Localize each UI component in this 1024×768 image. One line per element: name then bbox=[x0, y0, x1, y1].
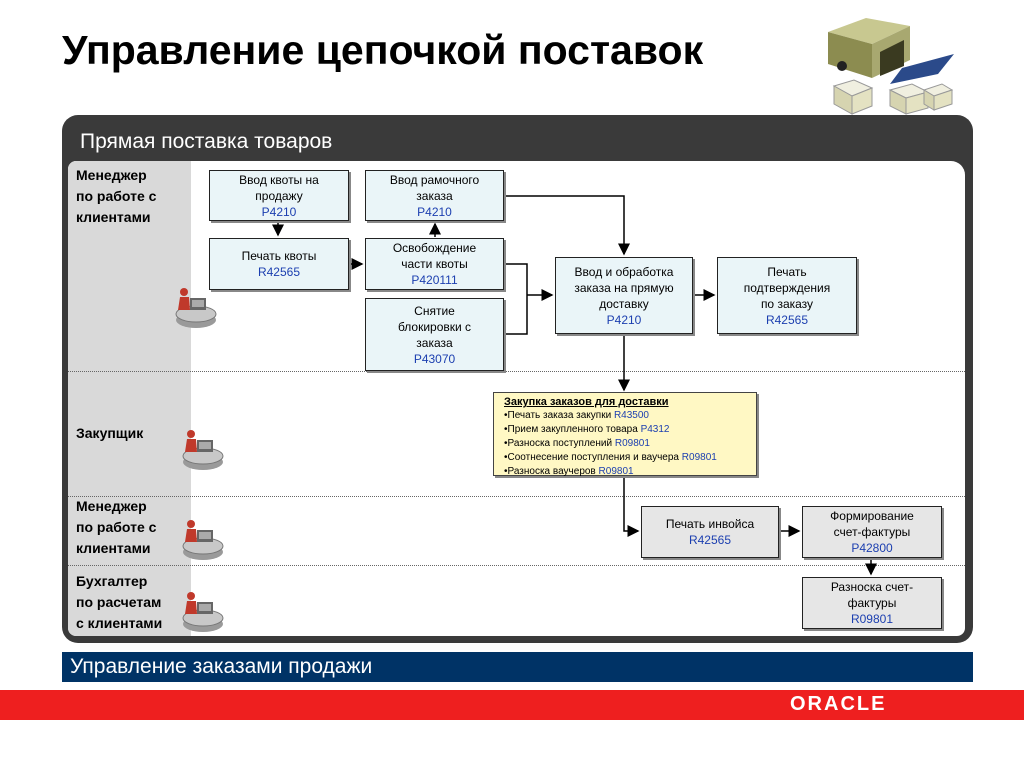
person-at-desk-icon bbox=[182, 592, 224, 632]
person-at-desk-icon bbox=[182, 520, 224, 560]
process-box-print-confirmation: Печать подтверждения по заказу R42565 bbox=[717, 257, 857, 334]
program-code: P43070 bbox=[413, 351, 456, 366]
purchase-box-title: Закупка заказов для доставки bbox=[504, 396, 669, 408]
box-text: Печать квоты bbox=[241, 249, 317, 263]
lane-label-column bbox=[68, 161, 191, 636]
process-box-quota-entry: Ввод квоты на продажу P4210 bbox=[209, 170, 349, 221]
program-code: P4312 bbox=[640, 424, 670, 435]
program-code: R42565 bbox=[765, 312, 809, 327]
process-box-print-invoice: Печать инвойса R42565 bbox=[641, 506, 779, 558]
process-box-create-invoice: Формирование счет-фактуры P42800 bbox=[802, 506, 942, 558]
process-box-post-invoice: Разноска счет- фактуры R09801 bbox=[802, 577, 942, 629]
box-text: Печать подтверждения по заказу bbox=[743, 264, 831, 311]
lane-label-buyer: Закупщик bbox=[76, 425, 144, 441]
process-box-blanket-order: Ввод рамочного заказа P4210 bbox=[365, 170, 504, 221]
box-text: Ввод и обработка заказа на прямую достав… bbox=[574, 264, 674, 311]
process-box-direct-ship-order: Ввод и обработка заказа на прямую достав… bbox=[555, 257, 693, 334]
purchase-item: •Прием закупленного товара P4312 bbox=[504, 424, 670, 435]
box-text: Ввод рамочного заказа bbox=[389, 172, 480, 203]
program-code: R09801 bbox=[614, 438, 650, 449]
program-code: R43500 bbox=[613, 410, 649, 421]
purchase-item: •Печать заказа закупки R43500 bbox=[504, 410, 649, 421]
lane-divider bbox=[68, 371, 965, 372]
program-code: R42565 bbox=[688, 533, 732, 547]
program-code: P4210 bbox=[606, 312, 642, 327]
box-text: Печать инвойса bbox=[665, 517, 755, 531]
purchase-item: •Разноска поступлений R09801 bbox=[504, 438, 650, 449]
footer-title: Управление заказами продажи bbox=[70, 655, 373, 678]
box-text: Формирование счет-фактуры bbox=[830, 509, 914, 539]
program-code: P4210 bbox=[261, 204, 297, 219]
program-code: R09801 bbox=[598, 466, 634, 477]
footer-bar bbox=[62, 652, 973, 682]
delivery-truck-illustration bbox=[828, 18, 954, 115]
purchase-item: •Разноска ваучеров R09801 bbox=[504, 466, 634, 477]
panel-title: Прямая поставка товаров bbox=[80, 130, 333, 153]
process-box-quota-release: Освобождение части квоты P420111 bbox=[365, 238, 504, 290]
process-box-print-quota: Печать квоты R42565 bbox=[209, 238, 349, 290]
program-code: R42565 bbox=[257, 265, 301, 279]
lane-divider bbox=[68, 496, 965, 497]
box-text: Снятие блокировки с заказа bbox=[397, 303, 472, 350]
lane-label-ar-accountant: Бухгалтер по расчетам с клиентами bbox=[76, 573, 163, 631]
lane-divider bbox=[68, 565, 965, 566]
process-box-hold-release: Снятие блокировки с заказа P43070 bbox=[365, 298, 504, 371]
person-at-desk-icon bbox=[182, 430, 224, 470]
purchase-item: •Соотнесение поступления и ваучера R0980… bbox=[504, 452, 717, 463]
brand-bar bbox=[0, 690, 1024, 720]
purchase-orders-box: Закупка заказов для доставки •Печать зак… bbox=[493, 392, 757, 477]
lane-label-account-manager-2: Менеджер по работе с клиентами bbox=[76, 498, 157, 556]
box-text: Разноска счет- фактуры bbox=[830, 580, 914, 610]
oracle-logo: ORACLE bbox=[790, 693, 887, 715]
program-code: P4210 bbox=[417, 204, 452, 219]
lane-label-account-manager: Менеджер по работе с клиентами bbox=[76, 167, 157, 225]
program-code: P42800 bbox=[851, 541, 893, 555]
box-text: Освобождение части квоты bbox=[392, 241, 477, 271]
program-code: R09801 bbox=[850, 612, 894, 626]
program-code: R09801 bbox=[681, 452, 717, 463]
program-code: P420111 bbox=[411, 273, 458, 287]
box-text: Ввод квоты на продажу bbox=[239, 172, 319, 203]
page-title: Управление цепочкой поставок bbox=[62, 27, 704, 73]
person-at-desk-icon bbox=[175, 288, 217, 328]
